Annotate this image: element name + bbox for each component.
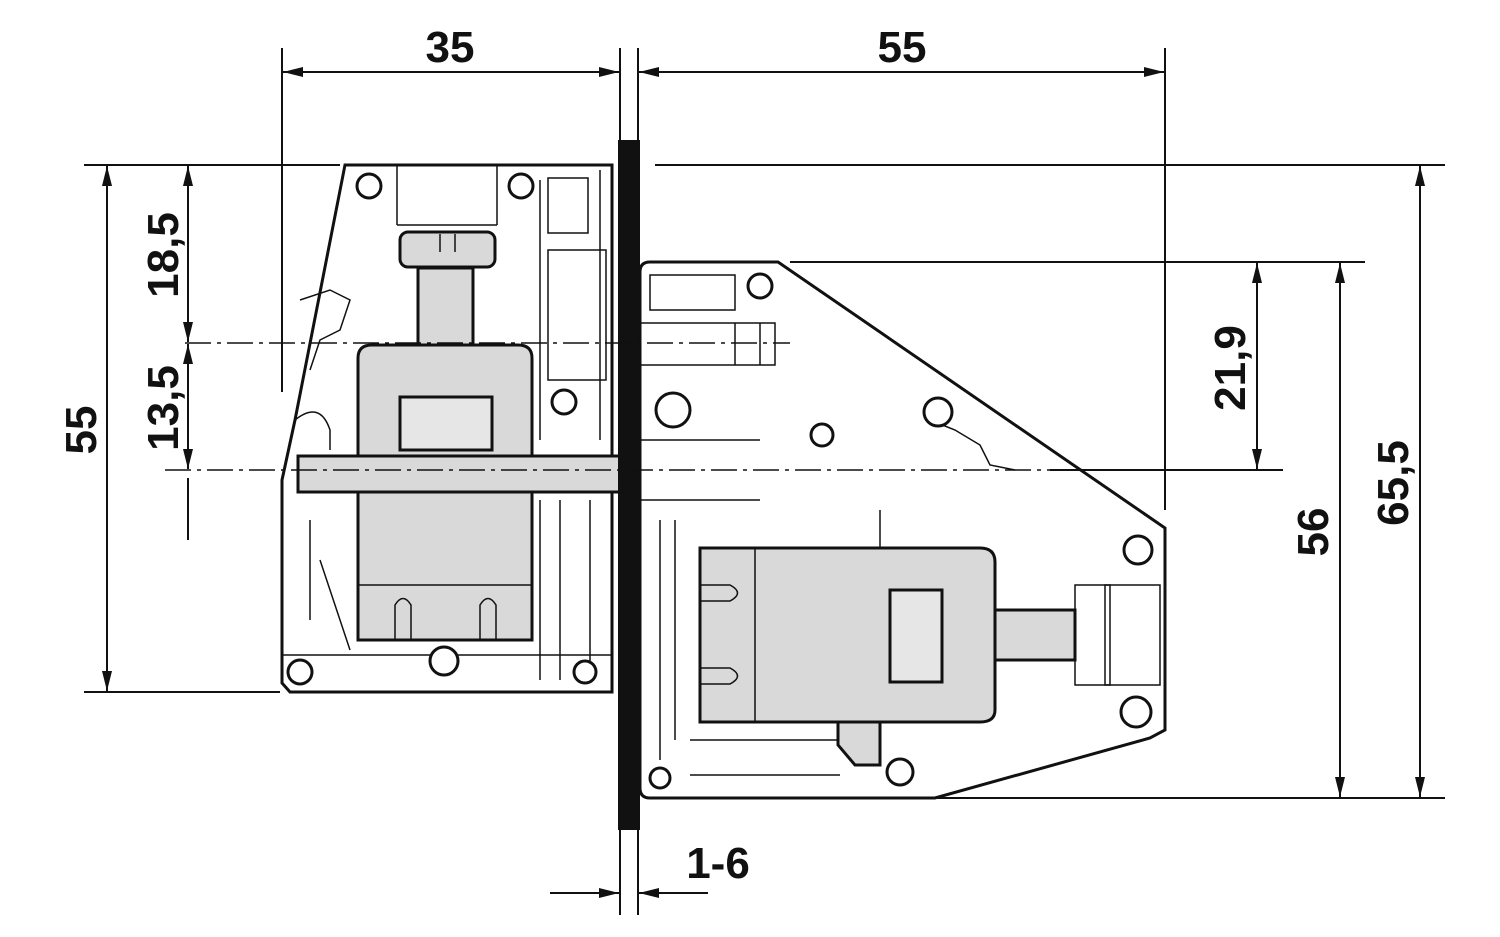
dim-left-lower: 13,5 [139, 365, 188, 451]
dim-top-left-width: 35 [426, 23, 475, 72]
dim-left-outer-height: 55 [57, 406, 106, 455]
extension-lines [84, 48, 1445, 915]
dim-right-inner-offset: 21,9 [1206, 325, 1255, 411]
dim-right-outer-height: 65,5 [1369, 440, 1418, 526]
screw-head [398, 230, 497, 348]
dim-right-mid-height: 56 [1289, 508, 1338, 557]
dim-left-upper: 18,5 [139, 212, 188, 298]
dimension-lines [102, 67, 1425, 898]
right-clamp-housing [698, 546, 1077, 767]
mounting-plate [618, 140, 640, 830]
dim-plate-thickness: 1-6 [686, 839, 750, 888]
dim-top-right-width: 55 [878, 23, 927, 72]
